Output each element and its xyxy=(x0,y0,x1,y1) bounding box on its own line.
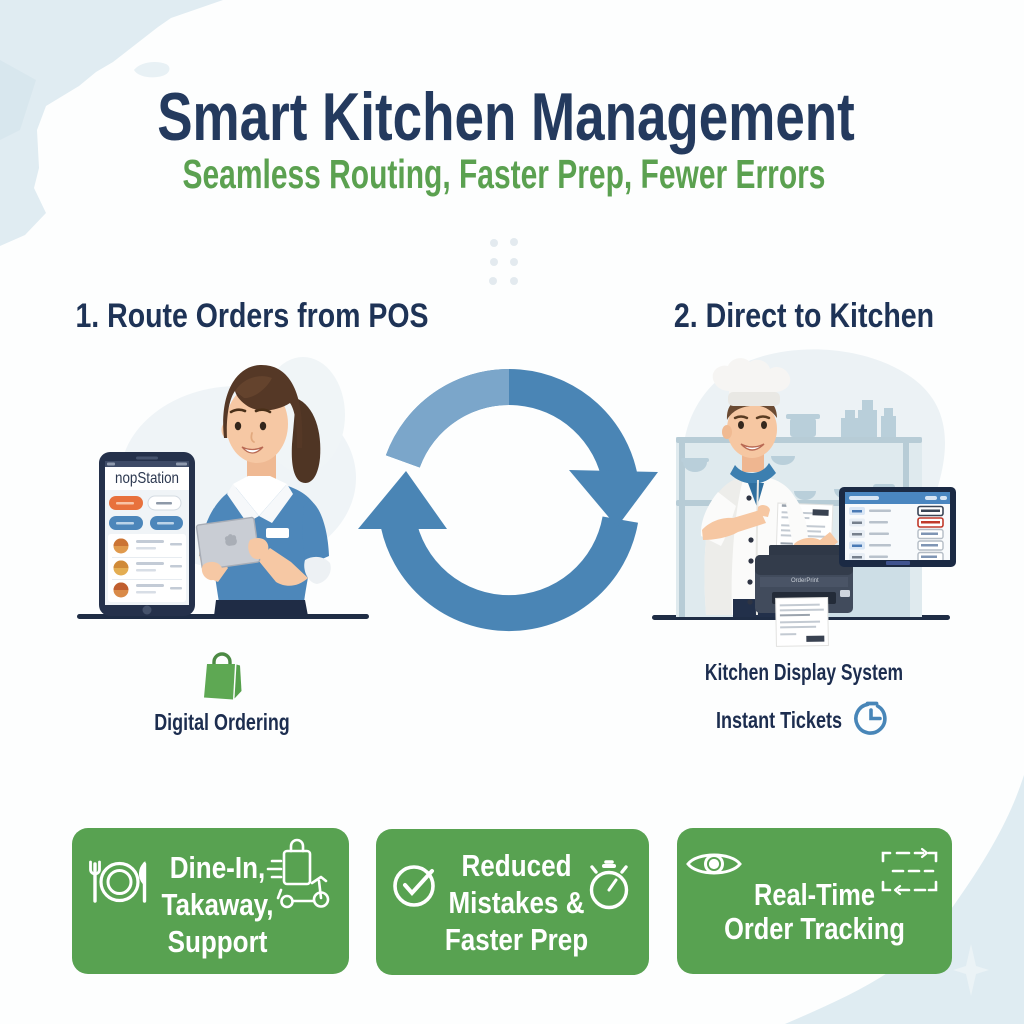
svg-text:nopStation: nopStation xyxy=(115,470,179,487)
svg-text:OrderPrint: OrderPrint xyxy=(791,578,819,584)
